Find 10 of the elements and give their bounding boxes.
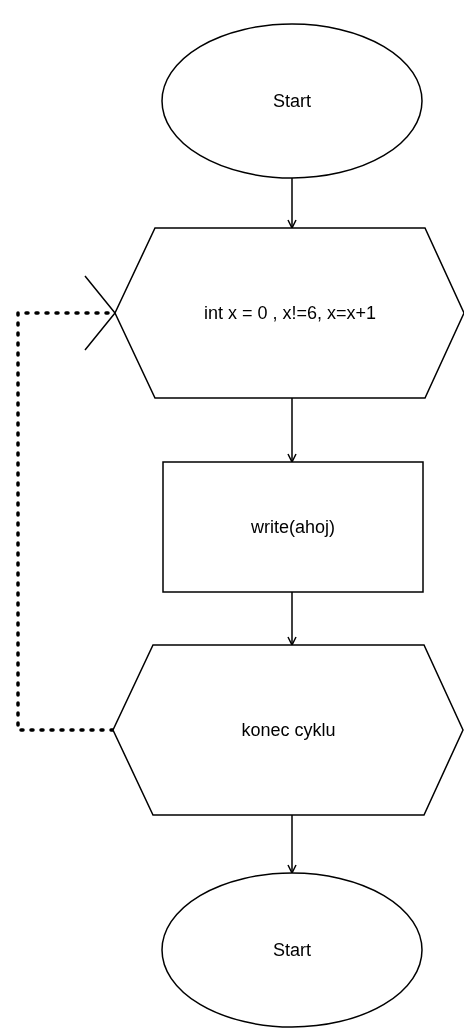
arrow — [287, 814, 297, 874]
node-label: konec cyklu — [240, 719, 337, 741]
arrow — [287, 397, 297, 463]
dotted-arrow — [16, 275, 117, 732]
node-label: write(ahoj) — [250, 516, 336, 538]
node-label: Start — [272, 90, 312, 112]
node-label: Start — [272, 939, 312, 961]
node-label: int x = 0 , x!=6, x=x+1 — [202, 302, 378, 324]
arrow — [287, 591, 297, 646]
arrow — [287, 177, 297, 229]
